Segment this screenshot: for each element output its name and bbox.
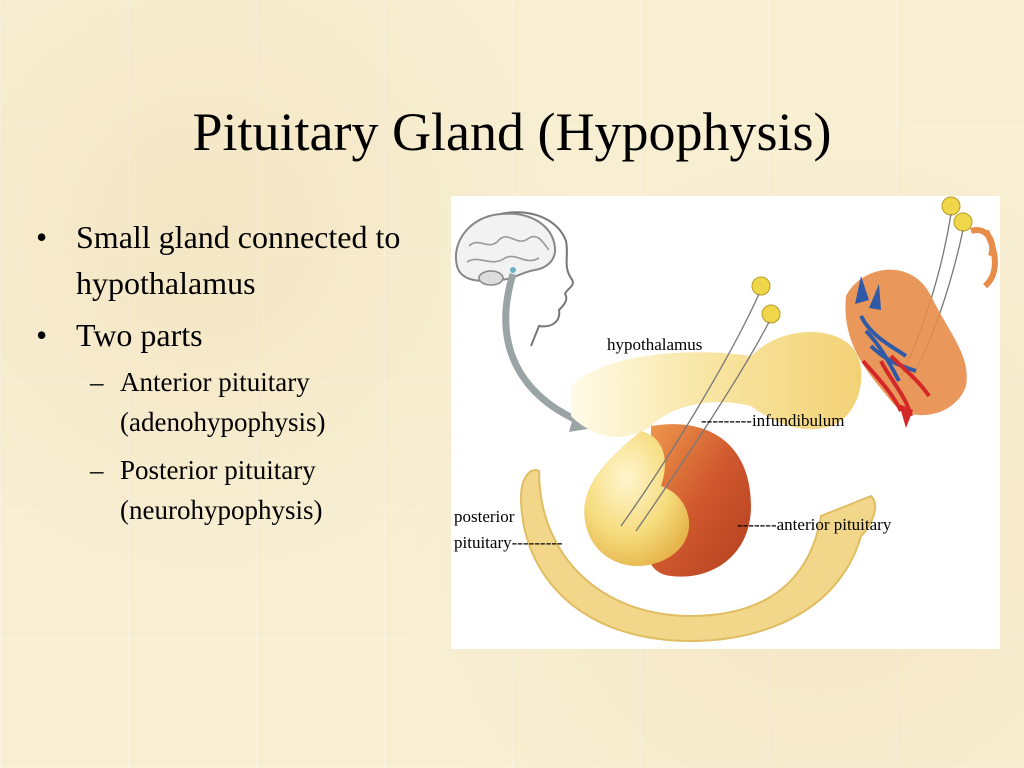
sub-bullet-text: Posterior pituitary (neurohypophysis) xyxy=(120,455,323,525)
blood-vessel-icon xyxy=(845,227,998,428)
bullet-list: • Small gland connected to hypothalamus … xyxy=(30,214,450,538)
neuron-icon xyxy=(620,196,973,532)
sub-bullet-item: – Anterior pituitary (adenohypophysis) xyxy=(76,362,450,442)
label-infundibulum: ---------infundibulum xyxy=(701,411,845,430)
bullet-mark: • xyxy=(36,219,48,255)
bullet-item: • Small gland connected to hypothalamus xyxy=(30,214,450,306)
label-anterior-pituitary: -------anterior pituitary xyxy=(737,515,892,534)
slide-title: Pituitary Gland (Hypophysis) xyxy=(192,102,832,162)
pituitary-figure: hypothalamus ---------infundibulum poste… xyxy=(451,196,1000,649)
sub-bullet-item: – Posterior pituitary (neurohypophysis) xyxy=(76,450,450,530)
label-posterior-line1: posterior xyxy=(454,507,515,526)
bullet-mark: • xyxy=(36,317,48,353)
bullet-text: Small gland connected to hypothalamus xyxy=(76,219,401,301)
label-posterior-line2: pituitary--------- xyxy=(454,533,563,552)
sub-bullet-mark: – xyxy=(90,367,104,397)
bullet-text: Two parts xyxy=(76,317,203,353)
sub-bullet-text: Anterior pituitary (adenohypophysis) xyxy=(120,367,326,437)
head-profile-icon xyxy=(454,211,574,347)
label-hypothalamus: hypothalamus xyxy=(607,335,703,354)
sub-bullet-list: – Anterior pituitary (adenohypophysis) –… xyxy=(76,362,450,530)
sub-bullet-mark: – xyxy=(90,455,104,485)
pituitary-illustration xyxy=(454,196,998,643)
bullet-item: • Two parts – Anterior pituitary (adenoh… xyxy=(30,312,450,530)
